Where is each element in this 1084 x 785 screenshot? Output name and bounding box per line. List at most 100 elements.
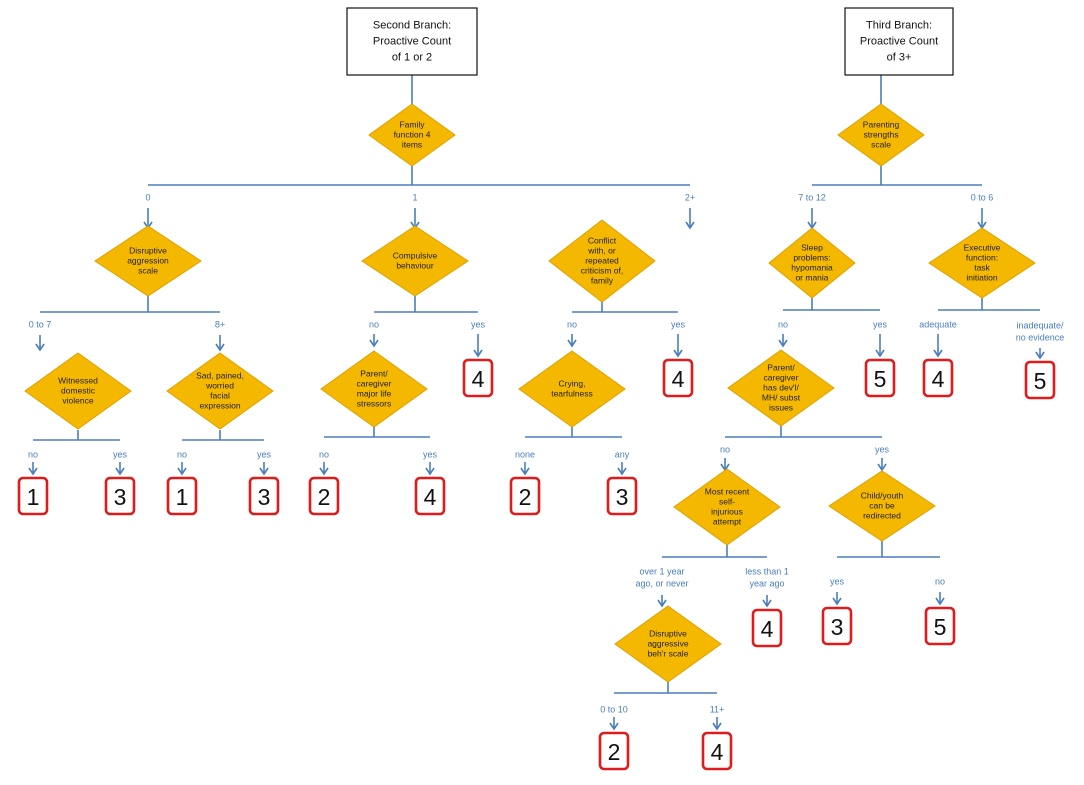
arrow-head <box>685 221 695 230</box>
decision-node-text: Crying, <box>559 378 586 388</box>
decision-node-text: tearfulness <box>551 388 593 398</box>
branch-label-text: adequate <box>919 319 957 329</box>
decision-diamond-shape <box>768 227 856 299</box>
decision-node-text: family <box>591 275 614 285</box>
outcome-leaf-exec-inadequate: 5 <box>1024 360 1056 400</box>
outcome-leaf-ps-yes: 4 <box>414 476 446 516</box>
branch-label-text: 2+ <box>685 192 695 202</box>
branch-label-text: yes <box>423 449 438 459</box>
connector-line <box>614 682 717 694</box>
branch-label-red-no: no <box>935 576 945 586</box>
arrow-head <box>369 339 379 348</box>
connector-line <box>837 540 940 558</box>
decision-node-text: initiation <box>966 272 997 282</box>
branch-label-db-lo: 0 to 10 <box>600 704 628 714</box>
branch-label-pstr-hi: 7 to 12 <box>798 192 826 202</box>
decision-diamond-shape <box>94 225 202 297</box>
decision-node-text: scale <box>871 139 891 149</box>
outcome-box <box>598 731 630 771</box>
decision-node-text: Sleep <box>801 242 823 252</box>
branch-label-text: less than 1 <box>745 566 789 576</box>
arrow-head <box>609 722 619 731</box>
arrow-head <box>319 467 329 476</box>
decision-node-text: worried <box>205 380 234 390</box>
branch-label-text: no evidence <box>1016 332 1065 342</box>
decision-node-text: Child/youth <box>861 490 904 500</box>
branch-title-box <box>844 7 954 76</box>
decision-node-text: can be <box>869 500 895 510</box>
branch-label-ps-no: no <box>319 449 329 459</box>
outcome-box <box>414 476 446 516</box>
branch-label-text: yes <box>471 319 486 329</box>
arrow-head <box>28 467 38 476</box>
arrow-head <box>673 349 683 358</box>
branch-label-si-less: less than 1 year ago <box>745 566 789 588</box>
branch-label-text: 0 <box>145 192 150 202</box>
decision-node-text: task <box>974 262 990 272</box>
branch-label-text: ago, or never <box>635 578 688 588</box>
decision-node-text: Disruptive <box>649 628 687 638</box>
branch-title-box <box>346 7 478 76</box>
decision-diamond-shape <box>320 350 428 428</box>
decision-node-text: aggressive <box>647 638 688 648</box>
connector-line <box>783 298 880 311</box>
branch-label-text: inadequate/ <box>1016 320 1064 330</box>
decision-node-crying: Crying,tearfulness <box>518 350 626 428</box>
outcome-box <box>17 476 49 516</box>
branch-label-text: yes <box>257 449 272 459</box>
decision-node-text: or mania <box>795 272 828 282</box>
branch-label-text: yes <box>830 576 845 586</box>
branch-label-exec-adequate: adequate <box>919 319 957 329</box>
decision-node-text: Sad, pained, <box>196 370 244 380</box>
outcome-score: 4 <box>711 739 724 765</box>
arrow-head <box>215 343 225 352</box>
branch-label-conf-no: no <box>567 319 577 329</box>
outcome-box <box>701 731 733 771</box>
decision-node-text: caregiver <box>357 378 392 388</box>
branch-title-line: Third Branch: <box>866 19 932 31</box>
connector-line <box>725 426 882 438</box>
branch-label-ff-0: 0 <box>145 192 150 202</box>
branch-label-text: yes <box>875 444 890 454</box>
decision-node-text: major life <box>357 388 392 398</box>
branch-label-text: year ago <box>749 578 784 588</box>
decision-node-text: Executive <box>964 242 1001 252</box>
outcome-score: 3 <box>114 484 127 510</box>
branch-label-wit-yes: yes <box>113 449 128 459</box>
branch-label-pi-yes: yes <box>875 444 890 454</box>
decision-node-text: Parent/ <box>360 368 388 378</box>
decision-node-text: aggression <box>127 255 169 265</box>
decision-diamond-shape <box>673 468 781 546</box>
branch-title-line: of 3+ <box>887 51 912 63</box>
branch-label-cry-none: none <box>515 449 535 459</box>
decision-diamond-shape <box>368 103 456 167</box>
branch-label-text: none <box>515 449 535 459</box>
outcome-score: 2 <box>519 484 532 510</box>
outcome-leaf-wit-no: 1 <box>17 476 49 516</box>
arrow-head <box>657 599 667 608</box>
arrow-head <box>177 467 187 476</box>
decision-node-text: problems: <box>793 252 830 262</box>
outcome-leaf-cry-any: 3 <box>606 476 638 516</box>
decision-node-text: attempt <box>713 516 742 526</box>
decision-node-text: expression <box>199 400 240 410</box>
outcome-score: 5 <box>1034 368 1047 394</box>
outcome-box <box>864 358 896 398</box>
decision-node-text: hypomania <box>791 262 833 272</box>
branch-label-text: 8+ <box>215 319 225 329</box>
outcome-score: 3 <box>258 484 271 510</box>
outcome-leaf-si-less: 4 <box>751 608 783 648</box>
outcome-box <box>751 608 783 648</box>
outcome-leaf-sleep-yes: 5 <box>864 358 896 398</box>
connector-lines <box>28 75 1045 731</box>
arrow-head <box>567 339 577 348</box>
outcome-score: 5 <box>934 614 947 640</box>
